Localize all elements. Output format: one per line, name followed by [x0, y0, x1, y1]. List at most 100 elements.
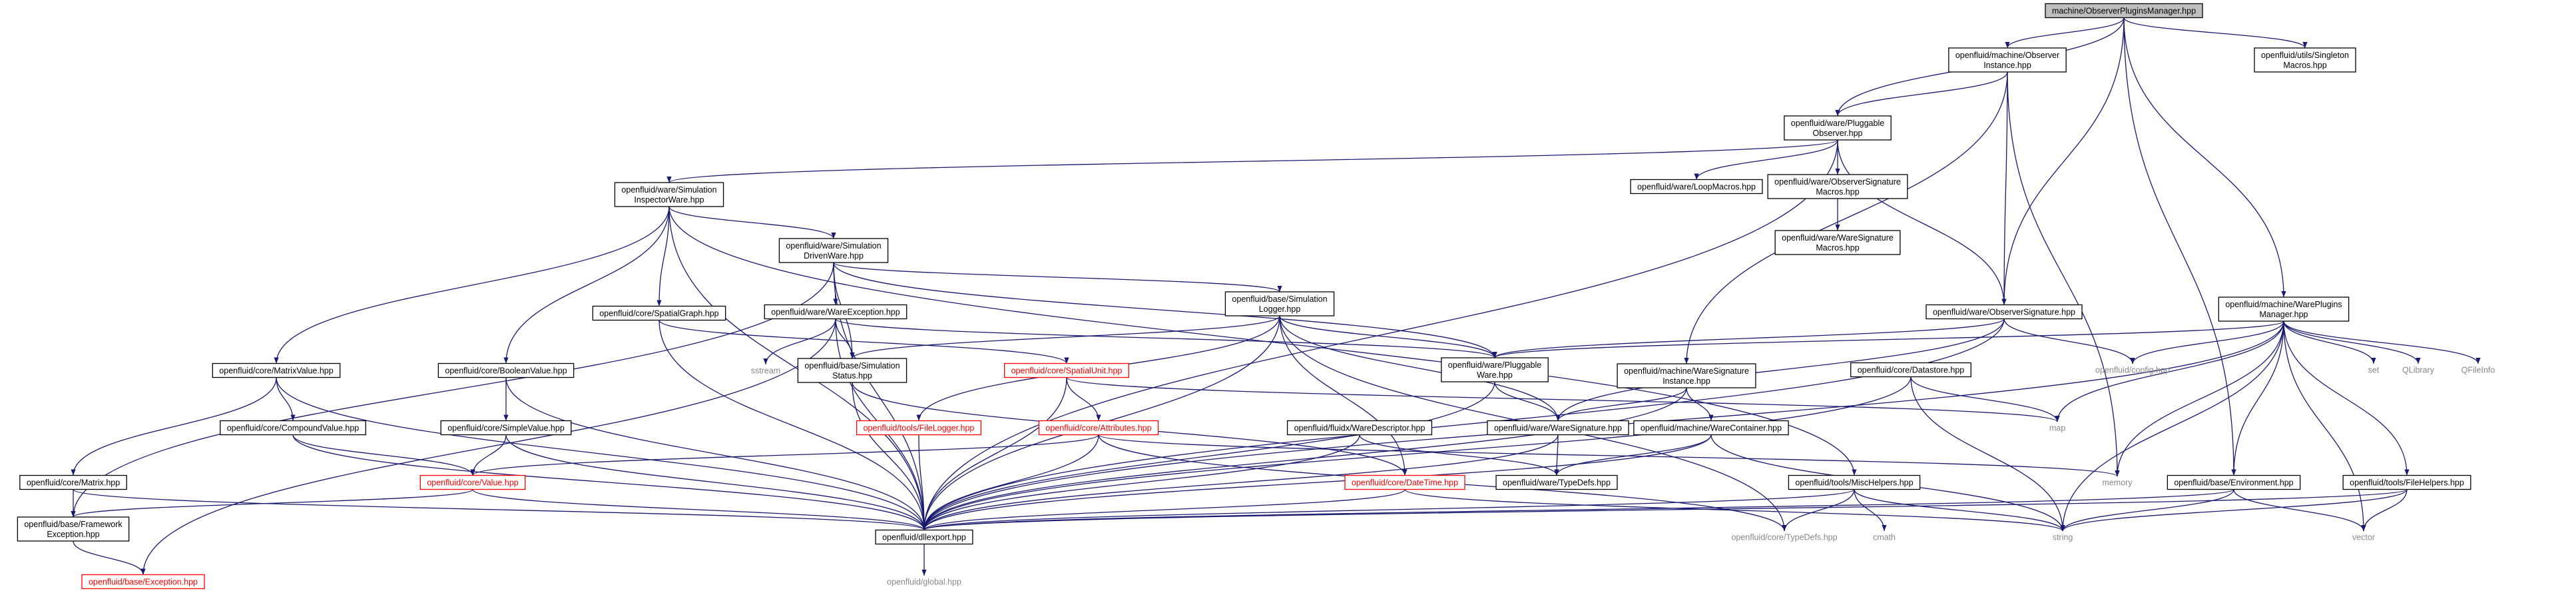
node-box [1774, 230, 1901, 255]
include-edge [2060, 320, 2284, 532]
node-label: openfluid/tools/MiscHelpers.hpp [1795, 478, 1913, 488]
node-label: Ware.hpp [1477, 370, 1513, 380]
node-vector: vector [2352, 533, 2375, 542]
node-core-value[interactable]: openfluid/core/Value.hpp [419, 474, 526, 490]
node-box [212, 362, 341, 378]
node-core-datetime[interactable]: openfluid/core/DateTime.hpp [1344, 474, 1465, 490]
node-core-simplevalue[interactable]: openfluid/core/SimpleValue.hpp [440, 420, 572, 436]
node-box [19, 474, 127, 490]
node-tools-filelogger[interactable]: openfluid/tools/FileLogger.hpp [856, 420, 982, 436]
node-label: openfluid/machine/WareContainer.hpp [1641, 424, 1782, 433]
node-machine-waresignatureinstance[interactable]: openfluid/machine/WareSignatureInstance.… [1617, 363, 1756, 388]
node-sstream: sstream [751, 366, 780, 376]
node-base-exception[interactable]: openfluid/base/Exception.hpp [81, 574, 205, 590]
node-label: sstream [751, 366, 780, 376]
node-label: InspectorWare.hpp [634, 195, 704, 205]
node-core-booleanvalue[interactable]: openfluid/core/BooleanValue.hpp [437, 362, 575, 378]
node-ware-loopmacros[interactable]: openfluid/ware/LoopMacros.hpp [1630, 179, 1763, 195]
include-edge [505, 434, 927, 530]
include-edge [470, 434, 1099, 476]
node-tools-mischelpers[interactable]: openfluid/tools/MiscHelpers.hpp [1788, 474, 1921, 490]
nodes-layer: machine/ObserverPluginsManager.hppopenfl… [17, 3, 2495, 590]
node-box [1926, 304, 2083, 320]
include-edge [1835, 71, 2008, 117]
node-config: openfluid/config.hpp [2095, 366, 2170, 375]
node-box [1767, 174, 1908, 199]
node-box [81, 574, 205, 590]
node-label: openfluid/base/Framework [24, 520, 123, 529]
node-label: openfluid/utils/Singleton [2261, 51, 2349, 60]
edges-layer [71, 17, 2481, 576]
node-dllexport[interactable]: openfluid/dllexport.hpp [875, 529, 973, 545]
node-cmath: cmath [1873, 533, 1896, 542]
node-label: openfluid/base/Simulation [1232, 295, 1327, 304]
include-edge [276, 377, 927, 530]
include-edge [71, 377, 277, 476]
node-ware-observersignature[interactable]: openfluid/ware/ObserverSignature.hpp [1926, 304, 2083, 320]
node-fluidx-waredescriptor[interactable]: openfluid/fluidx/WareDescriptor.hpp [1286, 420, 1433, 436]
include-edge [2361, 489, 2408, 532]
node-ware-typedefs[interactable]: openfluid/ware/TypeDefs.hpp [1495, 474, 1618, 490]
node-ware-observersignaturemacros[interactable]: openfluid/ware/ObserverSignatureMacros.h… [1767, 174, 1908, 199]
node-tools-filehelpers[interactable]: openfluid/tools/FileHelpers.hpp [2342, 474, 2471, 490]
node-core-spatialgraph[interactable]: openfluid/core/SpatialGraph.hpp [592, 305, 726, 321]
node-string: string [2053, 533, 2073, 542]
node-label: vector [2352, 533, 2375, 542]
node-label: map [2049, 424, 2065, 433]
node-box [1344, 474, 1465, 490]
node-core-compoundvalue[interactable]: openfluid/core/CompoundValue.hpp [220, 420, 366, 436]
include-edge [2130, 320, 2284, 364]
include-edge [1837, 139, 2007, 305]
node-label: openfluid/ware/WareException.hpp [771, 308, 900, 317]
include-edge [1279, 315, 1561, 421]
node-ware-wareexception[interactable]: openfluid/ware/WareException.hpp [764, 304, 907, 320]
include-edge [2123, 17, 2286, 298]
include-edge [2003, 318, 2135, 364]
include-edge [503, 206, 670, 364]
include-edge [1494, 381, 1561, 421]
node-ware-simulationinspectorware[interactable]: openfluid/ware/SimulationInspectorWare.h… [614, 182, 724, 207]
include-edge [2001, 17, 2125, 305]
include-edge [922, 488, 2408, 531]
node-box [437, 362, 575, 378]
node-qfileinfo: QFileInfo [2461, 366, 2495, 375]
node-box [419, 474, 526, 490]
node-label: openfluid/ware/Simulation [621, 185, 716, 195]
node-label: openfluid/core/CompoundValue.hpp [227, 424, 360, 433]
include-edge [2283, 320, 2366, 532]
include-edge [1854, 489, 2065, 532]
node-label: set [2368, 366, 2380, 375]
include-edge [1359, 434, 1559, 476]
node-core-spatialunit[interactable]: openfluid/core/SpatialUnit.hpp [1003, 362, 1130, 378]
include-edge [276, 377, 296, 421]
node-label: memory [2102, 478, 2133, 488]
node-base-environment[interactable]: openfluid/base/Environment.hpp [2167, 474, 2301, 490]
node-machine-warecontainer[interactable]: openfluid/machine/WareContainer.hpp [1633, 420, 1789, 436]
include-edge [2060, 489, 2234, 532]
include-edge [292, 434, 927, 530]
node-core-attributes[interactable]: openfluid/core/Attributes.hpp [1038, 420, 1159, 436]
node-label: openfluid/ware/LoopMacros.hpp [1637, 183, 1756, 192]
include-edge [2005, 17, 2125, 49]
node-ware-waresignature[interactable]: openfluid/ware/WareSignature.hpp [1487, 420, 1629, 436]
node-box [1788, 474, 1921, 490]
node-label: Macros.hpp [1816, 187, 1859, 197]
node-core-datastore[interactable]: openfluid/core/Datastore.hpp [1850, 362, 1971, 378]
node-core-matrix[interactable]: openfluid/core/Matrix.hpp [19, 474, 127, 490]
node-box [778, 238, 889, 263]
node-label: Exception.hpp [47, 530, 99, 539]
include-edge [2123, 17, 2308, 49]
node-core-matrixvalue[interactable]: openfluid/core/MatrixValue.hpp [212, 362, 341, 378]
node-box [2254, 47, 2356, 73]
include-edge [73, 488, 927, 531]
